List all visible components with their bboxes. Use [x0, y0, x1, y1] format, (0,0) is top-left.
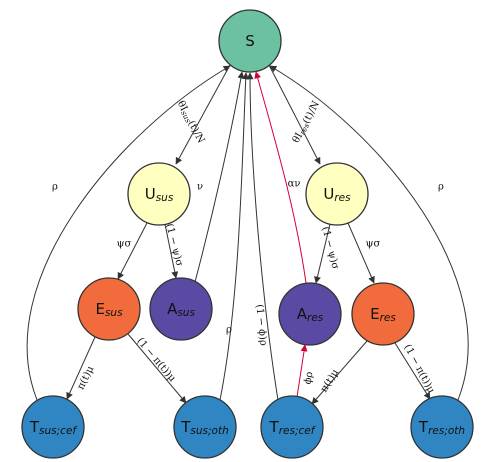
edge-u-sus-to-a-sus	[164, 223, 179, 279]
node-label: Esus	[95, 300, 123, 319]
edge-label-u-res-to-a-res: (1 − ψ)σ	[319, 226, 340, 271]
edge-a-res-to-s	[254, 71, 307, 284]
edge-label-e-sus-to-t-sus-oth: (1 − π(t))μ	[134, 336, 177, 385]
node-label: Ares	[297, 305, 324, 324]
edge-e-sus-to-t-sus-cef	[66, 336, 96, 400]
edge-label-e-res-to-t-res-oth: (1 − π(t))μ	[402, 343, 437, 396]
edge-label-t-res-cef-to-a-res: ϕρ	[302, 371, 315, 386]
edge-e-res-to-t-res-oth	[394, 342, 431, 400]
node-u-res[interactable]: Ures	[305, 162, 369, 226]
node-circle	[278, 282, 342, 346]
node-t-res-cef[interactable]: Tres;cef	[260, 395, 324, 459]
edge-t-sus-oth-to-s	[219, 72, 250, 401]
edge-a-sus-to-s	[194, 71, 245, 283]
node-label: Eres	[370, 305, 396, 324]
edge-t-sus-cef-to-s	[26, 65, 231, 401]
node-label: Asus	[167, 300, 195, 319]
edge-u-res-to-a-res	[314, 223, 331, 284]
node-label: Tres;cef	[269, 418, 317, 437]
node-circle	[351, 282, 415, 346]
edge-s-to-u-res	[268, 64, 321, 165]
node-circle	[77, 277, 141, 341]
node-circle	[173, 395, 237, 459]
edge-label-t-sus-oth-to-s: ρ	[226, 325, 232, 336]
node-a-sus[interactable]: Asus	[149, 277, 213, 341]
node-circle	[127, 162, 191, 226]
edge-label-e-sus-to-t-sus-cef: π(t)μ	[76, 364, 97, 392]
edge-label-e-res-to-t-res-cef: π(t)μ	[319, 367, 342, 394]
node-circle	[21, 395, 85, 459]
node-e-sus[interactable]: Esus	[77, 277, 141, 341]
node-a-res[interactable]: Ares	[278, 282, 342, 346]
edge-t-res-oth-to-s	[269, 65, 469, 401]
node-label: Tres;oth	[418, 418, 465, 437]
edge-s-to-u-sus	[175, 64, 231, 165]
node-t-sus-cef[interactable]: Tsus;cef	[21, 395, 85, 459]
node-label: Usus	[145, 185, 174, 204]
node-circle	[149, 277, 213, 341]
node-circle	[218, 9, 282, 73]
edge-label-u-sus-to-a-sus: (1 − ψ)σ	[163, 223, 184, 268]
node-circle	[410, 395, 474, 459]
node-t-sus-oth[interactable]: Tsus;oth	[173, 395, 237, 459]
node-circle	[305, 162, 369, 226]
edge-e-sus-to-t-sus-oth	[127, 333, 187, 404]
edge-e-res-to-t-res-cef	[311, 340, 368, 405]
edge-label-u-res-to-e-res: ψσ	[366, 239, 381, 250]
edge-label-u-sus-to-e-sus: ψσ	[117, 239, 132, 250]
edge-label-a-sus-to-s: ν	[197, 182, 203, 193]
node-u-sus[interactable]: Usus	[127, 162, 191, 226]
node-label: Tsus;oth	[180, 418, 229, 437]
node-t-res-oth[interactable]: Tres;oth	[410, 395, 474, 459]
edge-label-s-to-u-sus: θIsus(t)/N	[174, 99, 207, 146]
node-label: S	[245, 32, 255, 50]
node-label: Ures	[323, 185, 351, 204]
edge-label-t-res-oth-to-s: ρ	[438, 182, 444, 193]
node-s[interactable]: S	[218, 9, 282, 73]
edge-label-t-res-cef-to-s: (1 − ϕ)ρ	[253, 304, 268, 347]
node-e-res[interactable]: Eres	[351, 282, 415, 346]
edges	[26, 64, 469, 405]
edge-label-t-sus-cef-to-s: ρ	[52, 182, 58, 193]
edge-label-a-res-to-s: αν	[288, 179, 301, 190]
edge-u-sus-to-e-sus	[117, 222, 148, 280]
edge-t-res-cef-to-s	[246, 72, 279, 401]
node-circle	[260, 395, 324, 459]
node-label: Tsus;cef	[29, 418, 79, 437]
edge-t-res-cef-to-a-res	[296, 344, 308, 398]
edge-u-res-to-e-res	[347, 222, 375, 284]
